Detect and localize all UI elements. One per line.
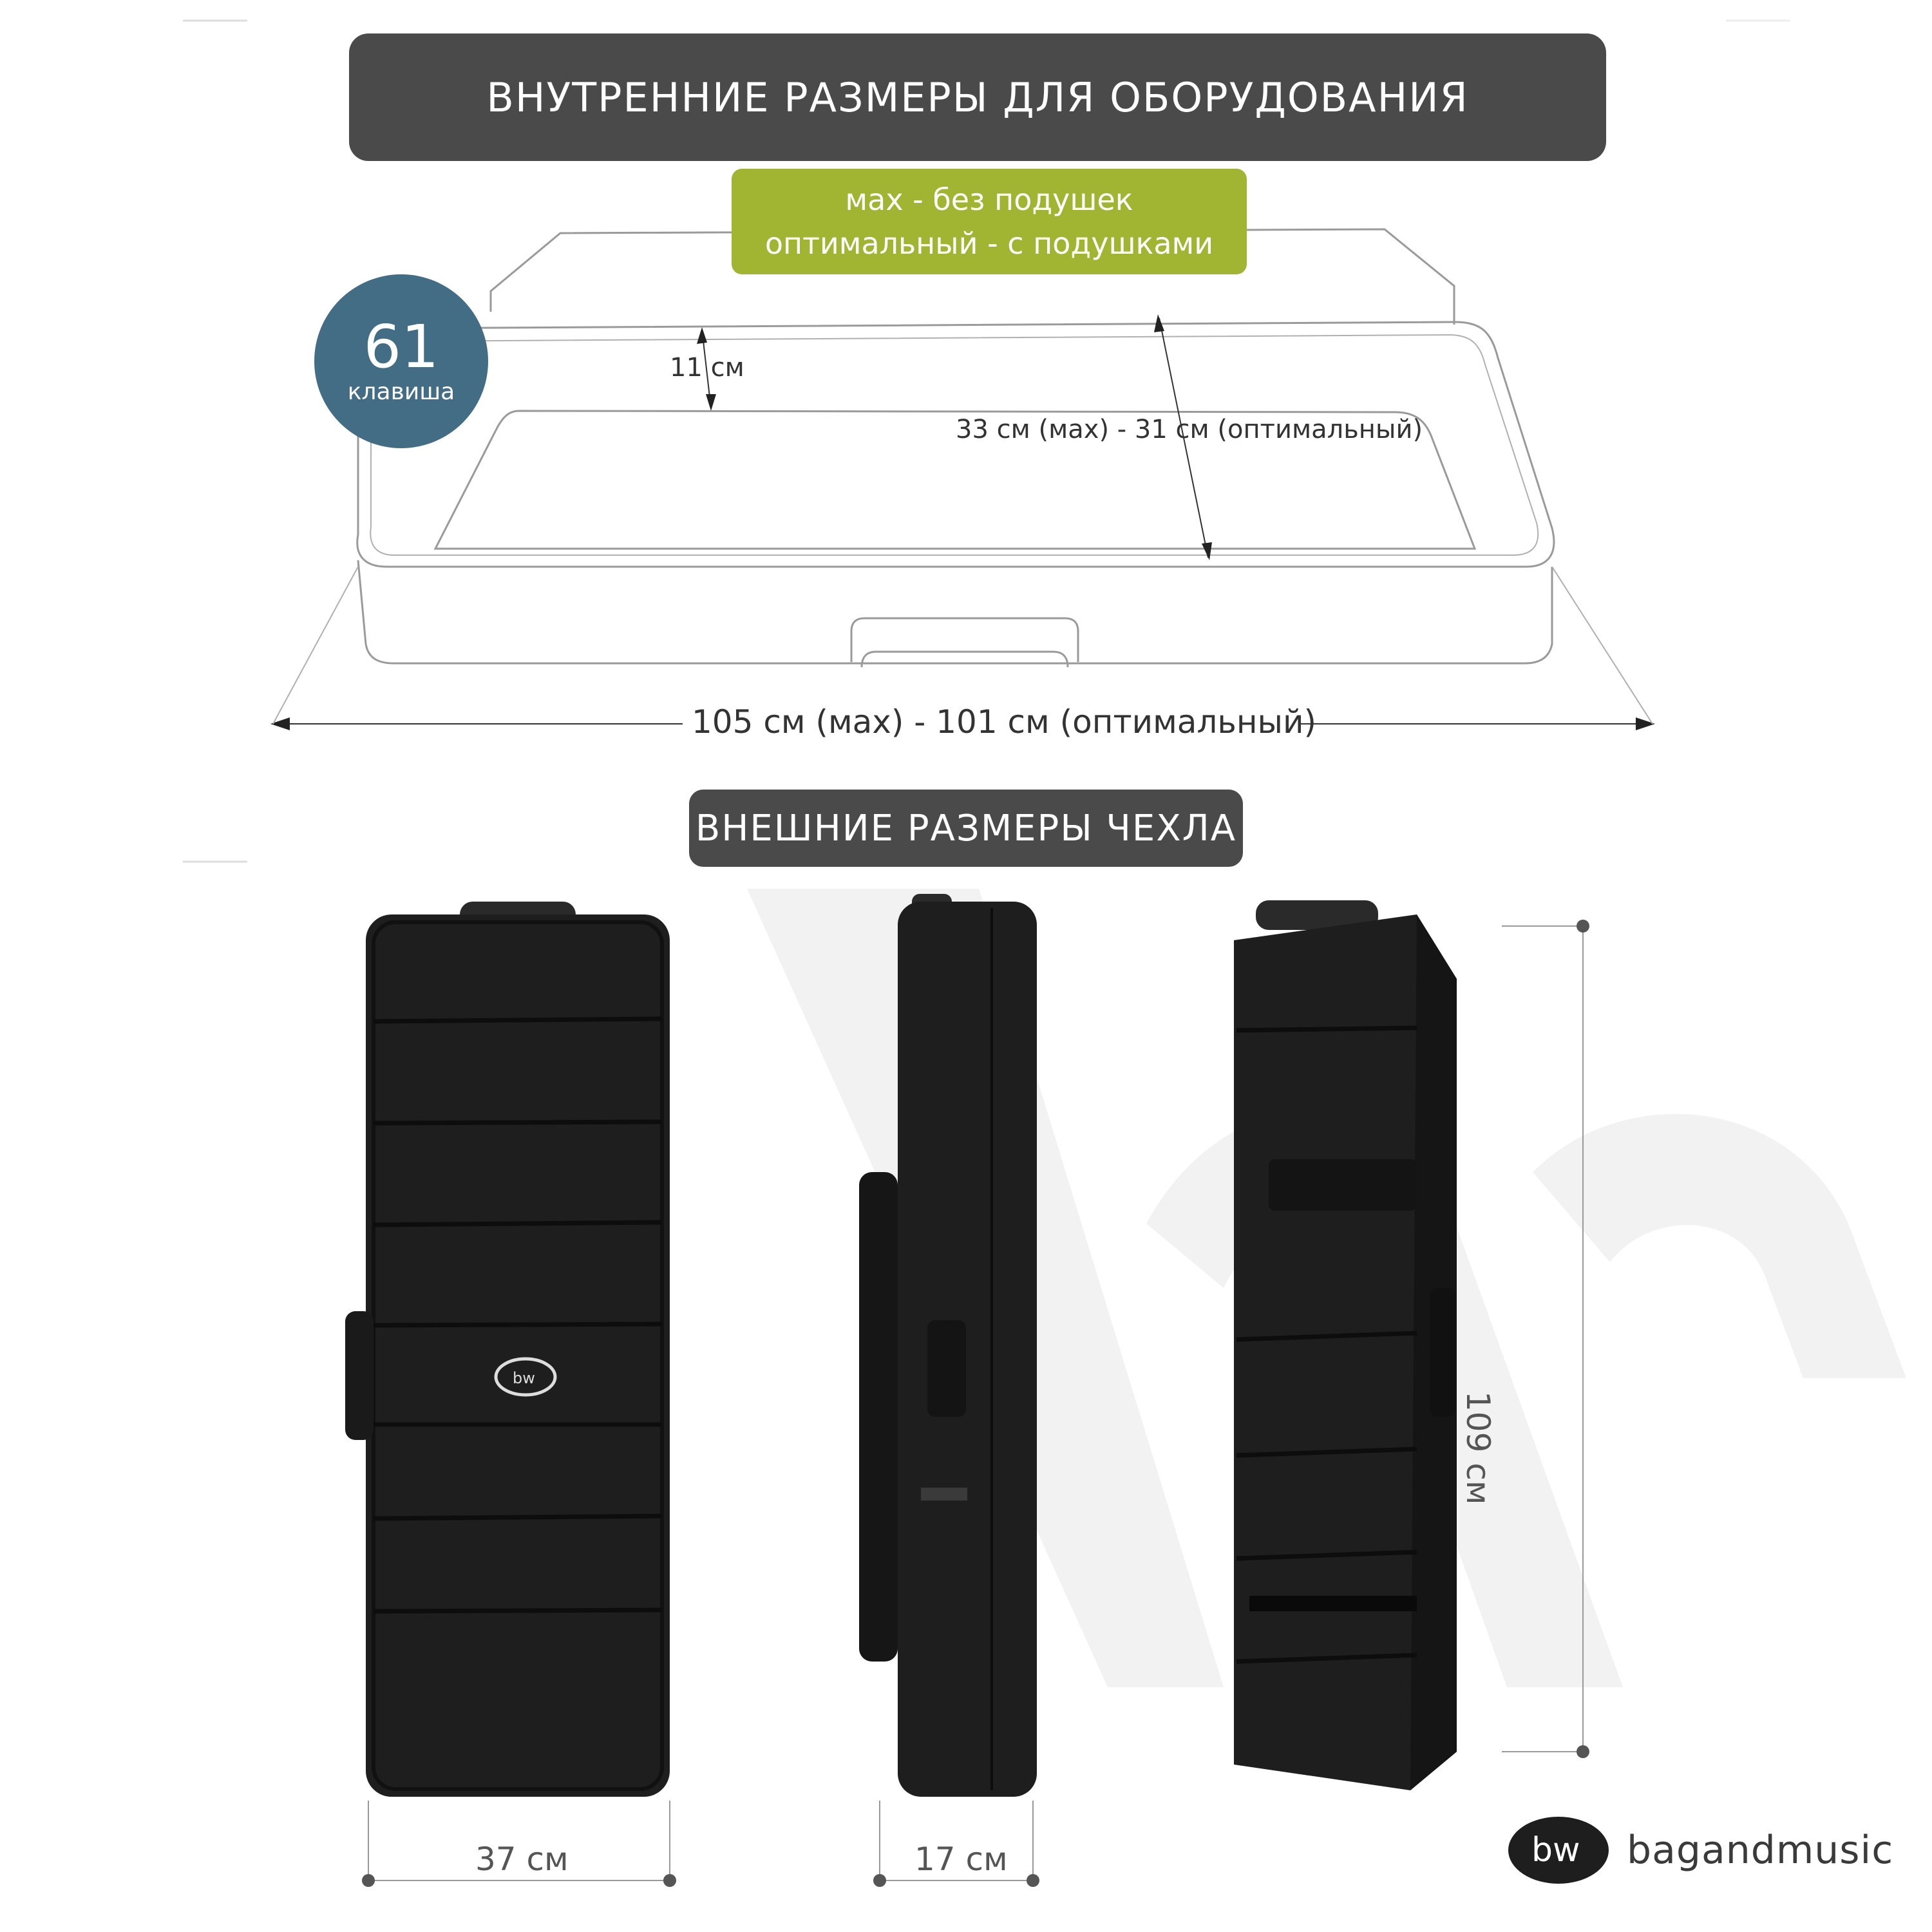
brand-mark-icon: bw [1508, 1817, 1609, 1884]
pillow-legend: мах - без подушек оптимальный - с подушк… [732, 169, 1247, 274]
outer-thickness-label: 17 см [914, 1841, 1008, 1878]
brand-mark-text: bw [1531, 1831, 1580, 1870]
inner-depth-label: 33 см (мах) - 31 см (оптимальный) [956, 415, 1423, 444]
outer-height-label: 109 см [1459, 1391, 1497, 1505]
outer-width-label: 37 см [475, 1841, 569, 1878]
legend-optimal-line: оптимальный - с подушками [764, 226, 1214, 261]
inner-dimensions-banner: ВНУТРЕННИЕ РАЗМЕРЫ ДЛЯ ОБОРУДОВАНИЯ [349, 33, 1606, 161]
bag-angle-view [1234, 900, 1457, 1790]
inner-length-label: 105 см (мах) - 101 см (оптимальный) [692, 703, 1317, 741]
svg-text:bw: bw [513, 1369, 535, 1387]
brand-logo: bw bagandmusic [1507, 1815, 1893, 1886]
bag-front-view: bw [345, 902, 670, 1797]
bag-side-view [859, 894, 1037, 1797]
keys-count-number: 61 [363, 312, 439, 381]
inner-height-label: 11 см [670, 353, 744, 383]
brand-name: bagandmusic [1627, 1828, 1894, 1873]
outer-dimensions-banner: ВНЕШНИЕ РАЗМЕРЫ ЧЕХЛА [689, 790, 1243, 867]
keys-count-label: клавиша [347, 379, 455, 405]
legend-max-line: мах - без подушек [845, 182, 1133, 217]
keys-count-badge: 61 клавиша [314, 274, 488, 448]
